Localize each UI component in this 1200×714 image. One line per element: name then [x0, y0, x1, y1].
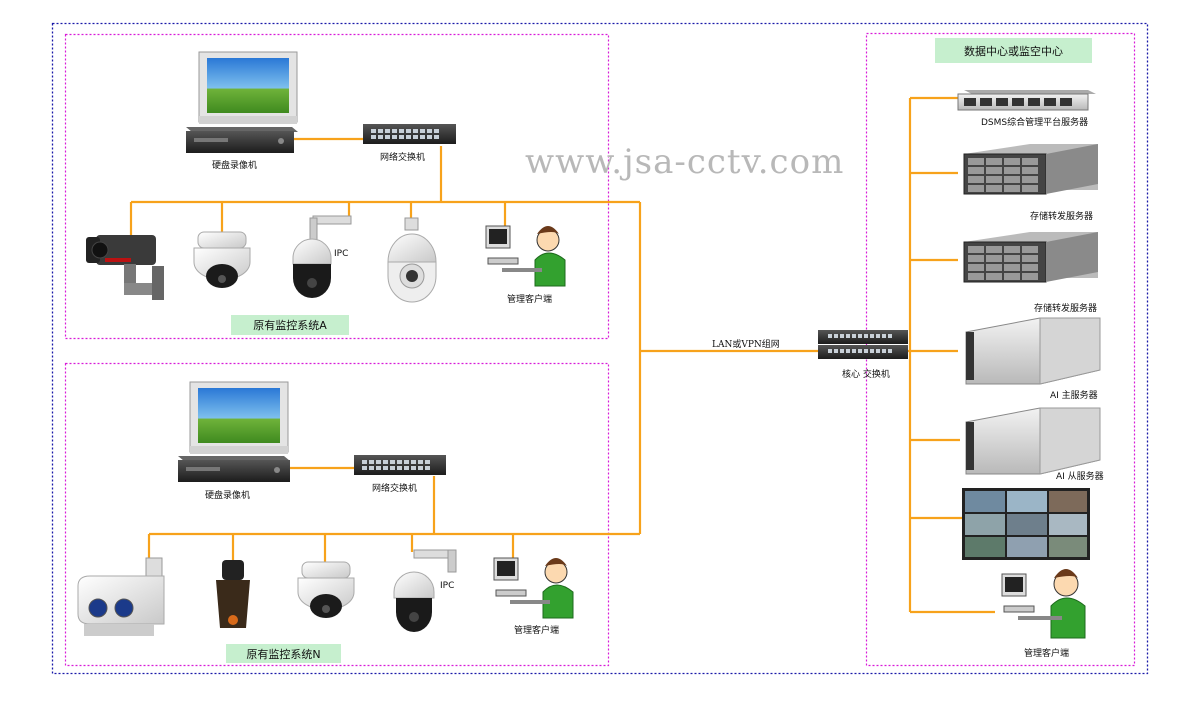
- server-label-storage-1: 存储转发服务器: [1030, 212, 1094, 222]
- switch-n-label: 网络交换机: [372, 484, 418, 494]
- ptz-camera-a: [292, 215, 352, 298]
- nvr-a-label: 硬盘录像机: [212, 161, 258, 171]
- switch-n: [354, 455, 446, 475]
- bullet-camera-a: [86, 235, 164, 300]
- high-speed-dome-a: [387, 217, 437, 303]
- switch-a: [363, 124, 456, 144]
- client-a-label: 管理客户端: [507, 295, 553, 305]
- nvr-n-label: 硬盘录像机: [205, 491, 251, 501]
- monitor-n: [189, 381, 289, 454]
- ipc-n-label: IPC: [440, 581, 455, 591]
- outer-boundary: [51, 22, 1149, 675]
- switch-a-label: 网络交换机: [380, 153, 426, 163]
- video-wall: [962, 488, 1090, 560]
- datacenter-title: 数据中心或监空中心: [935, 38, 1092, 63]
- dome-camera-n: [297, 561, 355, 618]
- server-label-ai-main: AI 主服务器: [1050, 391, 1098, 401]
- operator-workstation-n: [493, 557, 574, 619]
- dsms-server: [957, 90, 1096, 111]
- nvr-n: [178, 456, 290, 482]
- monitor-a: [198, 51, 298, 124]
- bullet-camera-n: [77, 557, 165, 636]
- dome-camera-a: [193, 231, 251, 288]
- storage-server-1: [963, 144, 1098, 195]
- ai-secondary-server: [965, 407, 1101, 475]
- server-label-ai-secondary: AI 从服务器: [1056, 472, 1104, 482]
- operator-workstation-a: [485, 225, 566, 287]
- ipc-a-label: IPC: [334, 249, 349, 259]
- ai-main-server: [965, 317, 1101, 385]
- system-n-title: 原有监控系统N: [226, 644, 341, 663]
- body-camera-n: [216, 560, 250, 628]
- client-center-label: 管理客户端: [1024, 649, 1070, 659]
- ptz-camera-n: [393, 549, 457, 632]
- link-label: LAN或VPN组网: [712, 340, 780, 350]
- storage-server-2: [963, 232, 1098, 283]
- system-n-group: [64, 362, 610, 667]
- nvr-a: [186, 127, 298, 153]
- core-switch-label: 核心 交换机: [842, 370, 890, 380]
- client-n-label: 管理客户端: [514, 626, 560, 636]
- system-a-group: [64, 33, 610, 340]
- network-links: [129, 96, 995, 614]
- watermark-text: www.jsa-cctv.com: [525, 142, 845, 182]
- core-switch: [818, 330, 908, 359]
- server-label-storage-2: 存储转发服务器: [1034, 304, 1098, 314]
- system-a-title: 原有监控系统A: [231, 315, 349, 335]
- server-label-dsms: DSMS综合管理平台服务器: [981, 118, 1089, 128]
- operator-workstation-center: [1001, 569, 1086, 639]
